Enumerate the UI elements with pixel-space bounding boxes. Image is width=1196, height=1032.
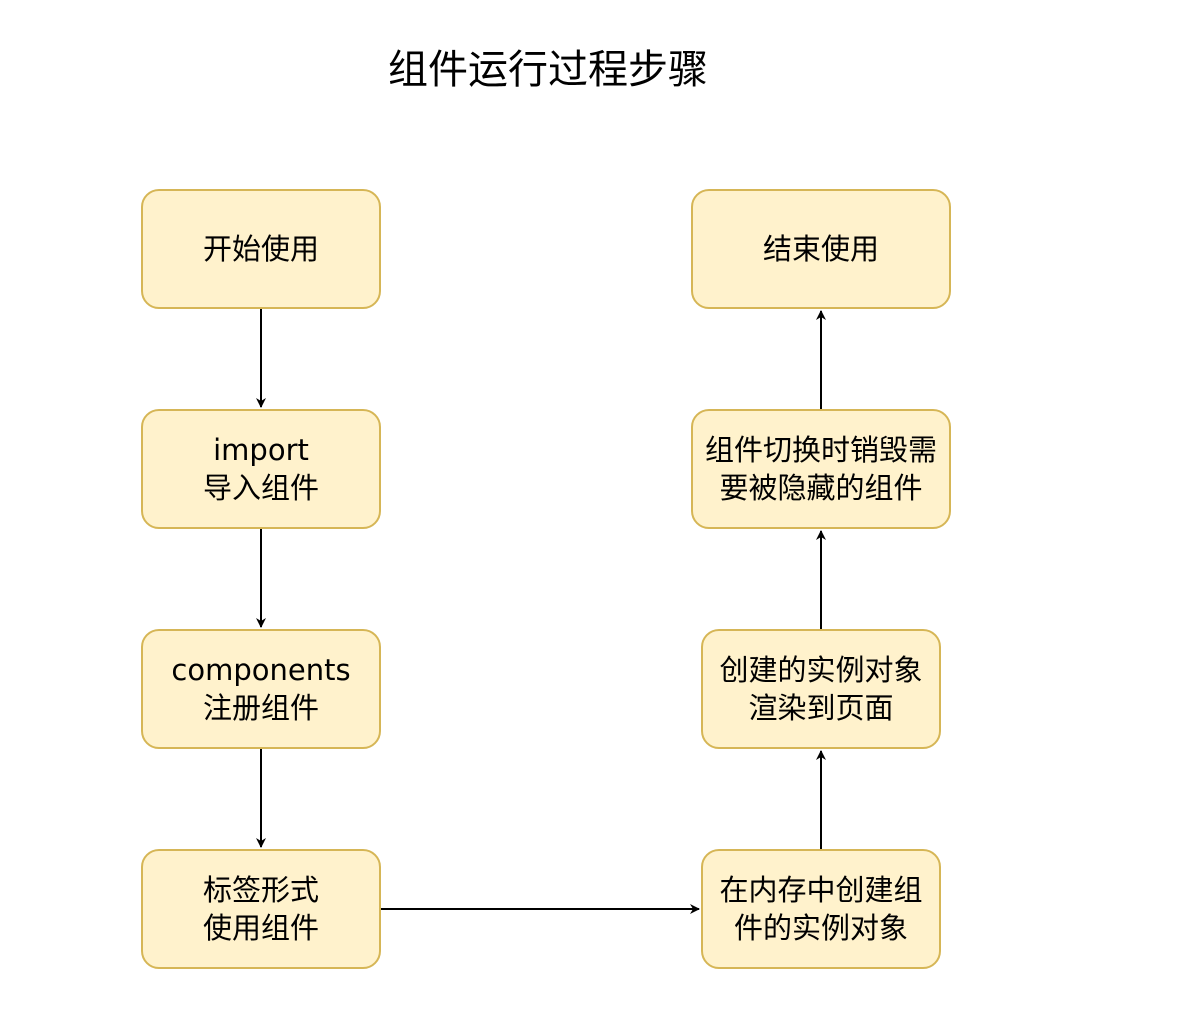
node-import-label: import 导入组件: [202, 433, 319, 505]
node-register: components 注册组件: [141, 629, 381, 749]
node-tag: 标签形式 使用组件: [141, 849, 381, 969]
node-destroy: 组件切换时销毁需 要被隐藏的组件: [691, 409, 951, 529]
node-destroy-label: 组件切换时销毁需 要被隐藏的组件: [704, 433, 937, 505]
node-end-label: 结束使用: [762, 232, 879, 266]
diagram-title: 组件运行过程步骤: [388, 47, 708, 93]
node-start: 开始使用: [141, 189, 381, 309]
node-tag-label: 标签形式 使用组件: [202, 873, 319, 945]
node-register-label: components 注册组件: [171, 653, 351, 725]
node-end: 结束使用: [691, 189, 951, 309]
node-render: 创建的实例对象 渲染到页面: [701, 629, 941, 749]
node-start-label: 开始使用: [202, 232, 319, 266]
node-create: 在内存中创建组 件的实例对象: [701, 849, 941, 969]
node-import: import 导入组件: [141, 409, 381, 529]
node-render-label: 创建的实例对象 渲染到页面: [719, 653, 923, 725]
node-create-label: 在内存中创建组 件的实例对象: [719, 873, 923, 945]
